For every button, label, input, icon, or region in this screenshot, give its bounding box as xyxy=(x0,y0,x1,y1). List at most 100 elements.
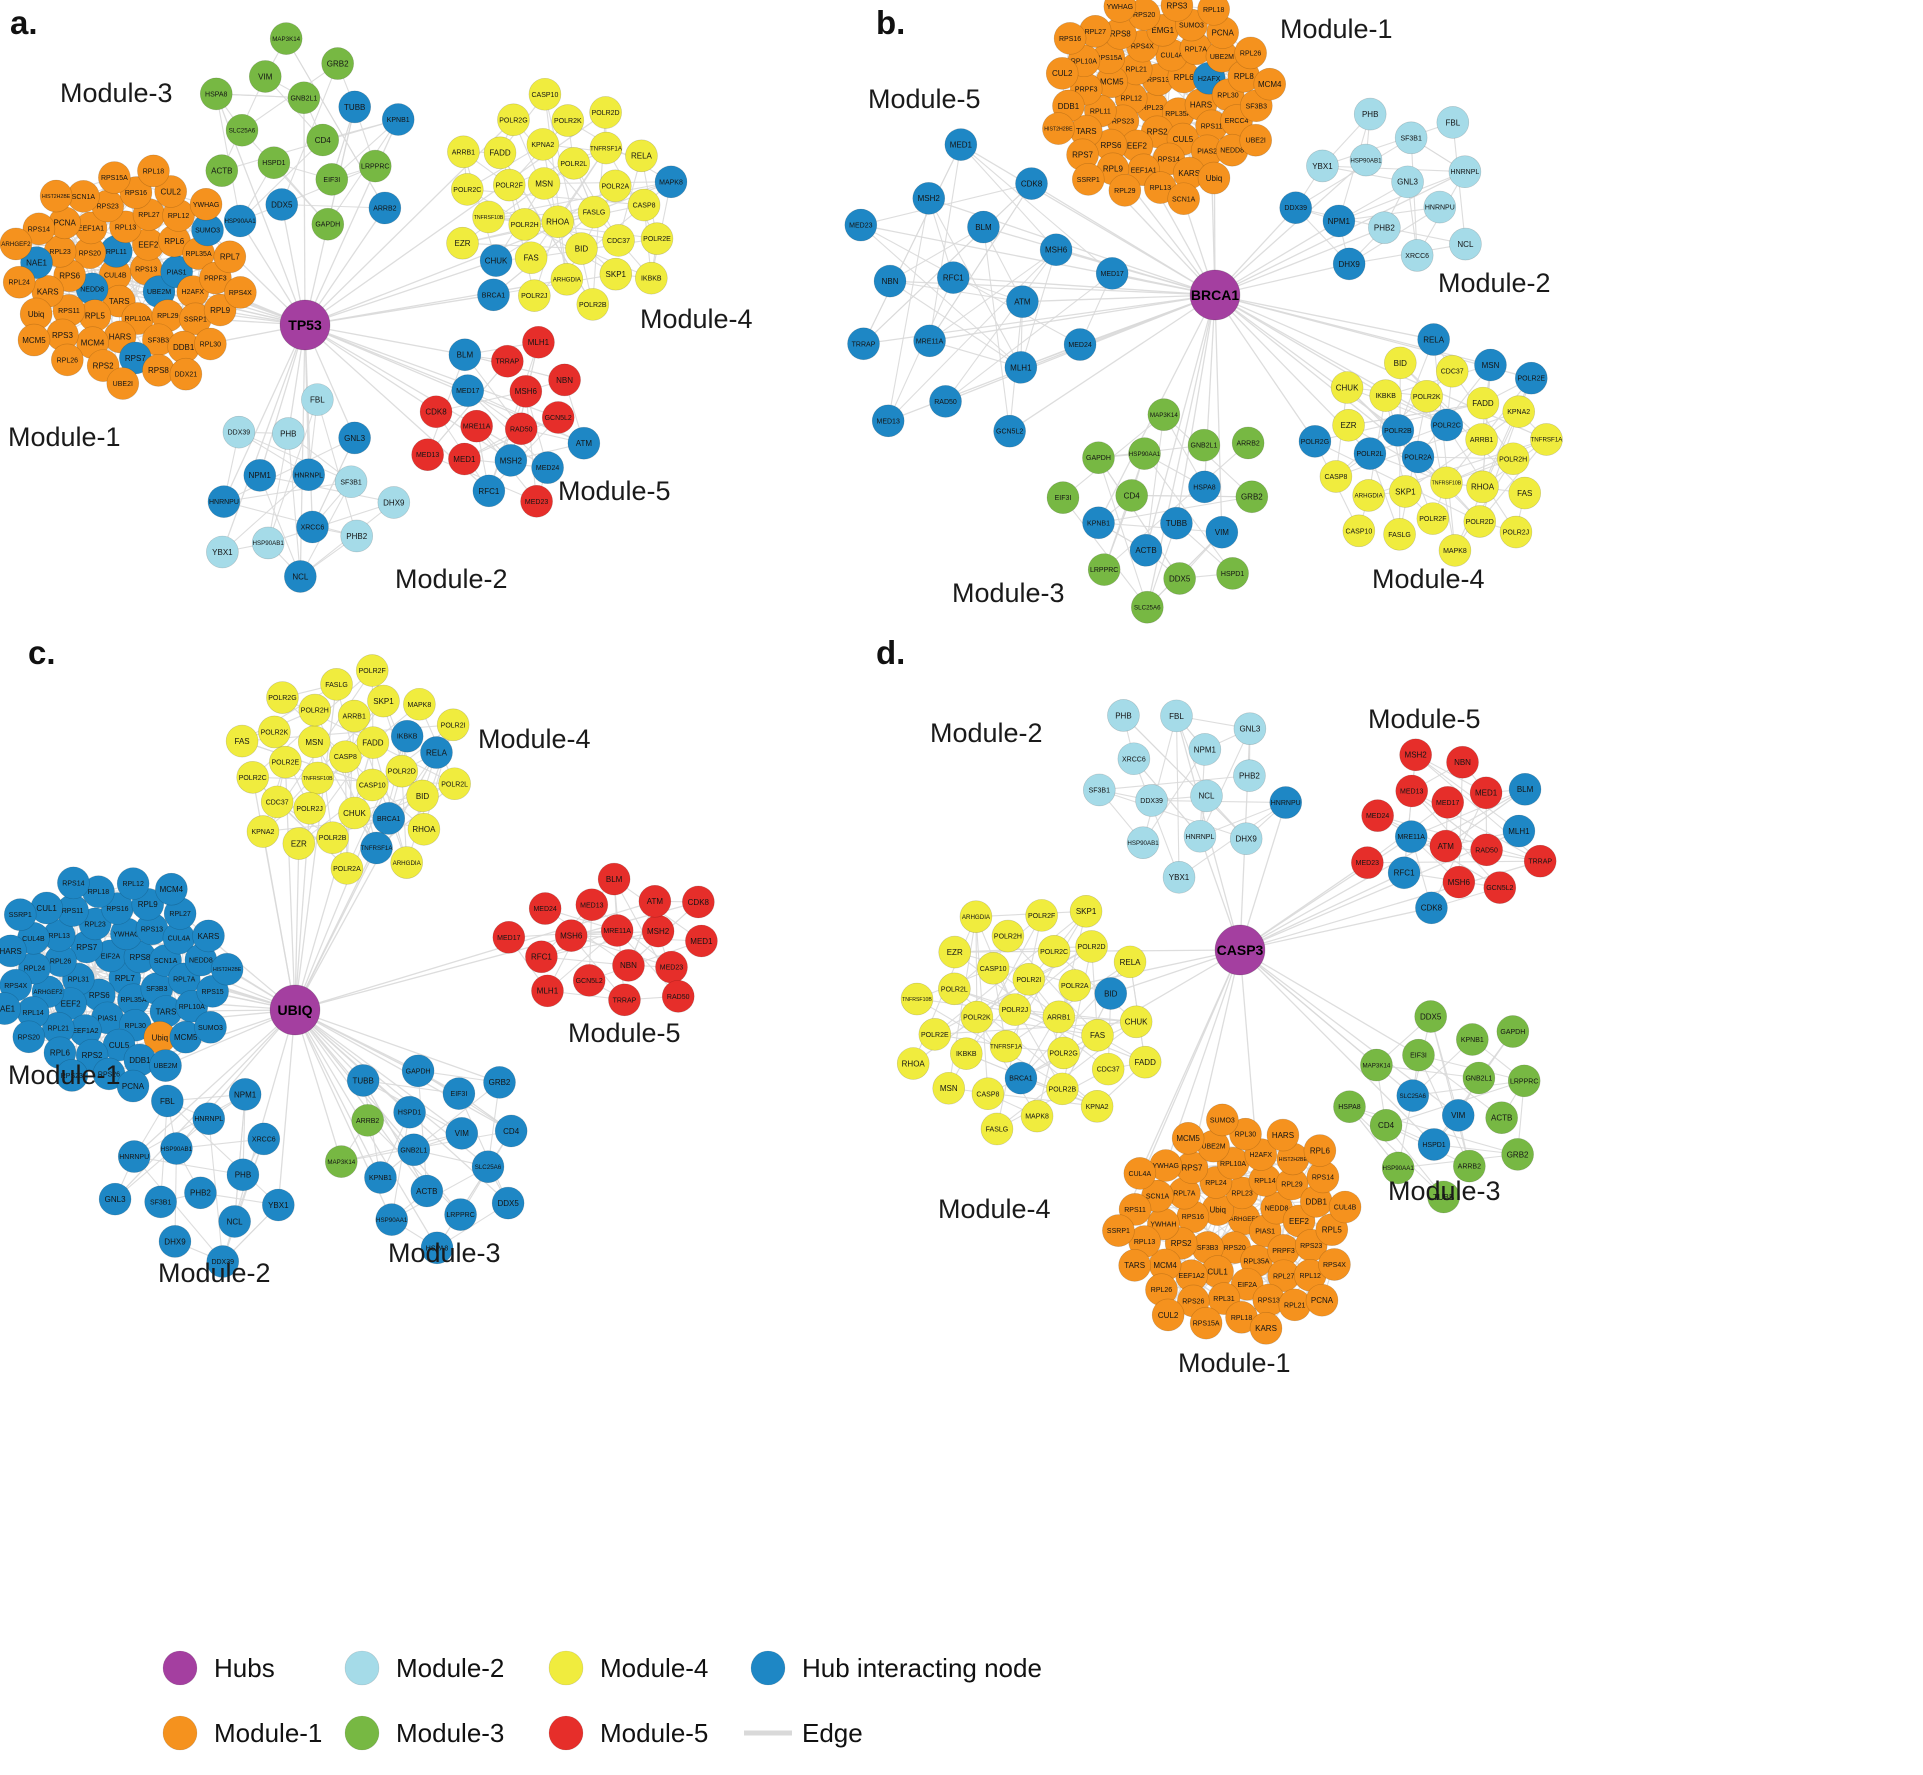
gene-node xyxy=(306,123,340,157)
gene-label: YBX1 xyxy=(1169,873,1190,882)
gene-label: MAPK8 xyxy=(1443,548,1467,555)
gene-label: CHUK xyxy=(485,256,508,265)
gene-label: RPL24 xyxy=(8,280,30,287)
gene-node xyxy=(483,136,517,170)
gene-node xyxy=(1430,466,1463,500)
nodes: CD4HSPD1GNB2L1EIF3ISLC25A6TUBBDDX5VIMLRP… xyxy=(0,22,753,594)
gene-node xyxy=(1171,1121,1205,1155)
gene-node xyxy=(246,815,280,848)
gene-node xyxy=(1410,379,1444,413)
gene-label: MED24 xyxy=(1366,813,1389,820)
gene-label: RPS8 xyxy=(1110,29,1131,38)
gene-node xyxy=(1167,182,1200,216)
gene-node xyxy=(269,745,302,779)
gene-node xyxy=(1453,1149,1486,1183)
gene-label: HSPD1 xyxy=(262,160,285,167)
gene-node xyxy=(194,1011,227,1044)
gene-node xyxy=(1508,772,1542,806)
gene-node xyxy=(1523,844,1557,878)
gene-node xyxy=(1508,476,1542,510)
gene-label: RPS14 xyxy=(28,226,50,233)
gene-label: UBE2I xyxy=(1246,138,1266,145)
gene-label: RPL26 xyxy=(57,357,79,364)
gene-node xyxy=(385,754,419,788)
gene-label: SF3B1 xyxy=(1089,787,1111,794)
gene-node xyxy=(334,465,368,499)
gene-label: RPL31 xyxy=(1213,1296,1235,1303)
gene-label: ACTB xyxy=(211,167,232,176)
gene-node xyxy=(381,103,415,136)
gene-node xyxy=(494,1114,528,1148)
gene-label: MSH6 xyxy=(1448,878,1471,887)
gene-label: RPL5 xyxy=(1322,1226,1343,1235)
gene-node xyxy=(531,974,564,1008)
gene-node xyxy=(900,982,934,1016)
gene-node xyxy=(321,47,354,80)
gene-node xyxy=(236,761,270,794)
gene-label: NCL xyxy=(227,1217,244,1226)
gene-label: SLC25A6 xyxy=(1134,604,1161,611)
gene-label: HSP90AB1 xyxy=(161,1146,193,1153)
gene-node xyxy=(640,222,674,255)
gene-label: FADD xyxy=(1472,399,1494,408)
gene-node xyxy=(411,438,444,472)
gene-label: CUL2 xyxy=(1158,1311,1179,1320)
gene-node xyxy=(1499,515,1533,549)
gene-label: MCM4 xyxy=(1258,80,1282,89)
gene-label: RPL21 xyxy=(1284,1302,1306,1309)
gene-label: SCN1A xyxy=(72,194,96,201)
gene-node xyxy=(251,526,285,560)
gene-node xyxy=(226,1158,260,1192)
gene-node xyxy=(218,1205,251,1238)
gene-node xyxy=(557,147,591,180)
gene-node xyxy=(1353,437,1387,470)
gene-label: POLR2C xyxy=(239,775,267,782)
gene-node xyxy=(199,77,233,111)
gene-label: RPS23 xyxy=(97,204,119,211)
gene-node xyxy=(338,421,371,455)
gene-label: RPL6 xyxy=(164,237,185,246)
gene-label: POLR2A xyxy=(1404,454,1432,461)
gene-label: ACTB xyxy=(1135,546,1156,555)
gene-node xyxy=(1401,440,1435,474)
gene-label: KPNB1 xyxy=(1087,520,1110,527)
gene-node xyxy=(1081,1018,1114,1052)
gene-node xyxy=(635,261,668,295)
gene-node xyxy=(39,179,73,213)
gene-label: HIST2H2BE xyxy=(1279,1157,1308,1163)
gene-node xyxy=(390,719,424,753)
gene-label: KPNA2 xyxy=(251,829,274,836)
gene-label: ARRB2 xyxy=(373,205,396,212)
gene-label: MLH1 xyxy=(537,987,559,996)
gene-label: FAS xyxy=(1517,489,1532,498)
gene-node xyxy=(1349,143,1383,177)
gene-label: YWHAG xyxy=(1153,1163,1179,1170)
gene-label: HNRNPL xyxy=(294,472,323,479)
gene-label: KPNA2 xyxy=(1507,409,1530,416)
gene-label: EIF2A xyxy=(1237,1282,1257,1289)
legend-swatch-module5 xyxy=(548,1715,584,1751)
gene-label: RPL9 xyxy=(210,306,231,315)
gene-label: POLR2L xyxy=(560,161,587,168)
gene-label: RPL12 xyxy=(1121,96,1143,103)
gene-label: POLR2B xyxy=(1049,1086,1077,1093)
gene-label: CDK8 xyxy=(688,898,710,907)
gene-label: RPS7 xyxy=(1072,151,1093,160)
gene-node xyxy=(351,1104,384,1137)
gene-node xyxy=(1514,361,1548,395)
gene-label: LRPPRC xyxy=(1510,1078,1538,1085)
gene-node xyxy=(1429,829,1463,863)
gene-label: TRRAP xyxy=(495,359,519,366)
gene-label: RPS3 xyxy=(52,331,73,340)
gene-label: HNRNPL xyxy=(1451,169,1480,176)
gene-label: PIAS1 xyxy=(167,269,187,276)
gene-label: NBN xyxy=(1454,758,1471,767)
gene-node xyxy=(192,1102,226,1136)
gene-label: RPL18 xyxy=(143,168,165,175)
gene-node xyxy=(483,1066,516,1099)
gene-node xyxy=(1436,106,1470,139)
gene-node xyxy=(1058,969,1092,1002)
gene-label: CDC37 xyxy=(1441,369,1464,376)
gene-node xyxy=(976,951,1010,985)
gene-node xyxy=(936,261,970,294)
